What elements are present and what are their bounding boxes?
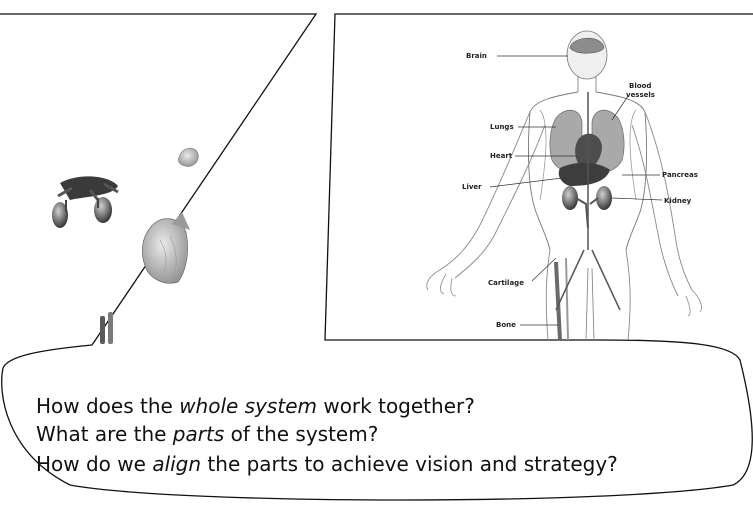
question-1-emphasis: whole system <box>179 394 317 418</box>
label-lungs: Lungs <box>490 123 514 131</box>
question-2-text-end: of the system? <box>224 422 378 446</box>
kidney-left <box>562 186 578 210</box>
human-body-illustration: Brain Blood vessels Lungs Heart Pancreas… <box>427 31 702 340</box>
label-cartilage: Cartilage <box>488 279 524 287</box>
lungs-shape <box>550 110 582 172</box>
label-pancreas: Pancreas <box>662 171 698 179</box>
question-1-text-start: How does the <box>36 394 179 418</box>
label-kidney: Kidney <box>664 197 692 205</box>
label-liver: Liver <box>462 183 482 191</box>
question-2-text-start: What are the <box>36 422 173 446</box>
question-3-emphasis: align <box>152 452 201 476</box>
liver-shape <box>559 163 610 186</box>
question-3-text-end: the parts to achieve vision and strategy… <box>201 452 618 476</box>
kidney-right <box>596 186 612 210</box>
label-blood-vessels-line2: vessels <box>626 91 655 99</box>
question-3-text-start: How do we <box>36 452 152 476</box>
question-align: How do we align the parts to achieve vis… <box>36 452 618 476</box>
scattered-organs-illustration <box>52 148 198 344</box>
label-brain: Brain <box>466 52 487 60</box>
question-whole-system: How does the whole system work together? <box>36 394 475 418</box>
label-blood-vessels-line1: Blood <box>629 82 651 90</box>
question-2-emphasis: parts <box>173 422 224 446</box>
label-heart: Heart <box>490 152 513 160</box>
question-parts: What are the parts of the system? <box>36 422 378 446</box>
label-bone: Bone <box>496 321 516 329</box>
question-1-text-end: work together? <box>317 394 475 418</box>
